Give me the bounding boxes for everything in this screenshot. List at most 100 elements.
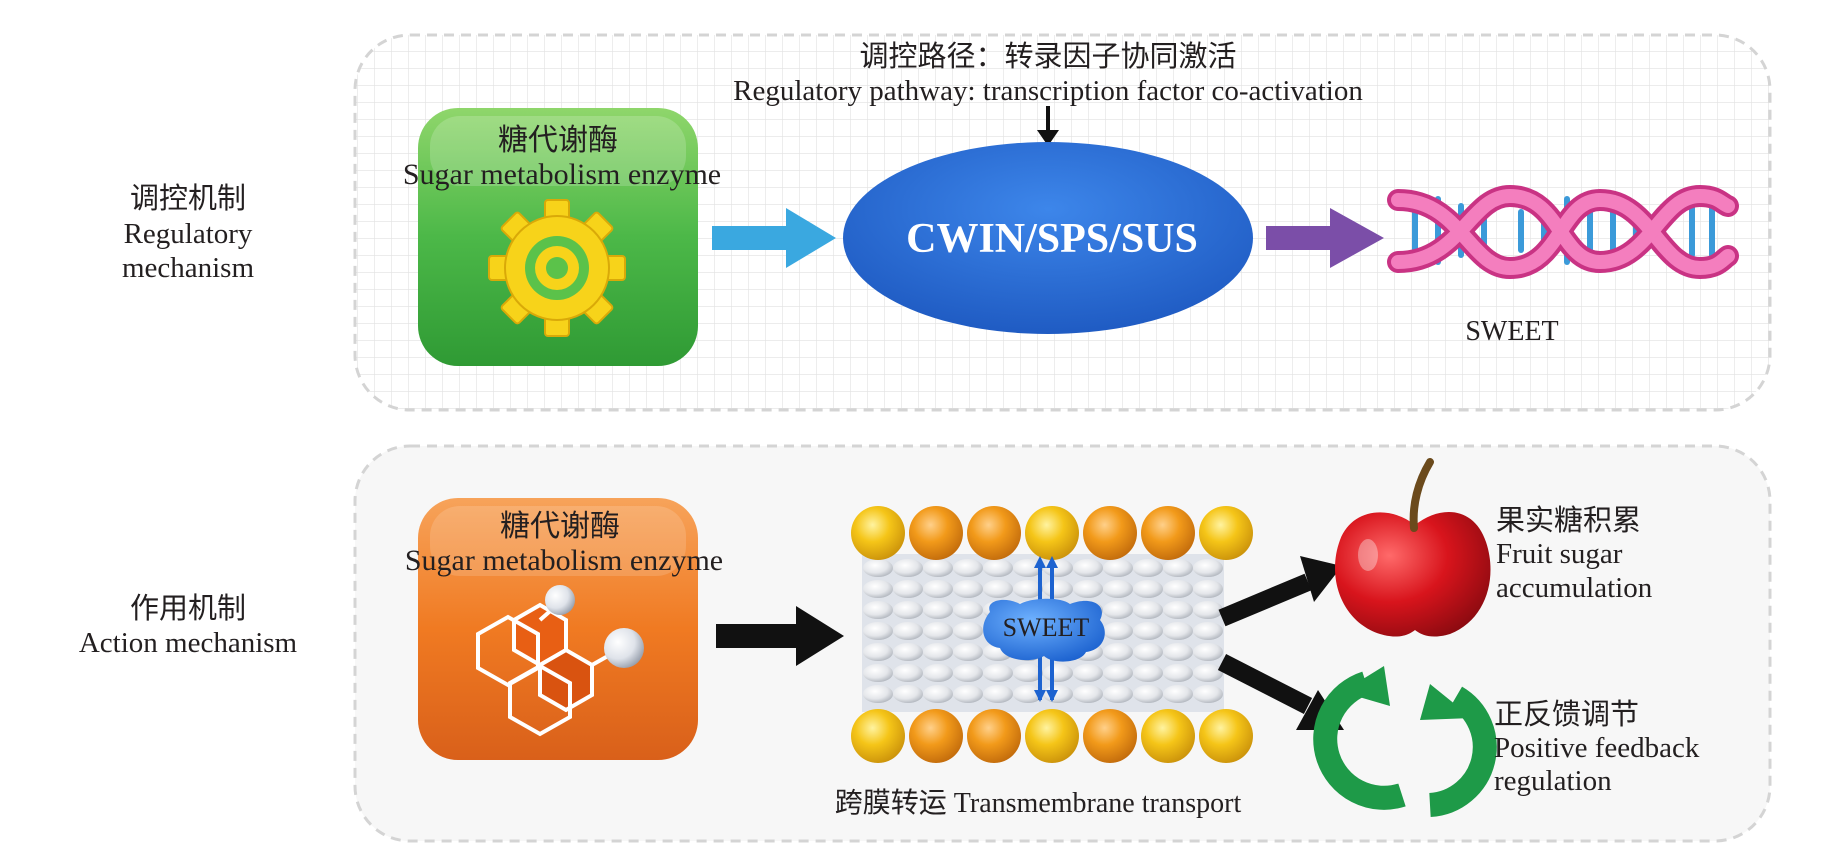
apple-icon (1334, 458, 1491, 637)
lipid-tail (953, 601, 983, 619)
lipid-tail (1073, 580, 1103, 598)
lipid-tail (1193, 601, 1223, 619)
action-label-en: Action mechanism (79, 627, 298, 659)
enzyme-ellipse (843, 142, 1253, 334)
lipid-head-bottom (909, 709, 963, 763)
molecule-icon (476, 585, 644, 737)
dna-label: SWEET (1465, 316, 1558, 347)
lipid-tail (893, 622, 923, 640)
lipid-tail (893, 643, 923, 661)
lipid-tail (1133, 622, 1163, 640)
lipid-tail (1103, 580, 1133, 598)
fruit-label-zh: 果实糖积累 (1496, 504, 1641, 537)
lipid-head-top (1199, 506, 1253, 560)
fruit-label-en1: Fruit sugar (1496, 538, 1623, 570)
pathway-label-zh: 调控路径：转录因子协同激活 (859, 40, 1236, 73)
lipid-tail (1073, 685, 1103, 703)
lipid-tail (893, 601, 923, 619)
lipid-tail (893, 685, 923, 703)
lipid-tail (1103, 664, 1133, 682)
lipid-tail (923, 601, 953, 619)
lipid-tail (863, 664, 893, 682)
pathway-down-arrow (1037, 106, 1059, 146)
lipid-tail (983, 559, 1013, 577)
lipid-tail (1163, 685, 1193, 703)
sweet-transporter-icon (983, 556, 1105, 702)
lipid-tail (863, 622, 893, 640)
lipid-tail (1073, 559, 1103, 577)
pathway-label-en: Regulatory pathway: transcription factor… (733, 75, 1363, 107)
feedback-label-en2: regulation (1494, 765, 1612, 797)
lipid-tail (953, 580, 983, 598)
lipid-tail (1193, 559, 1223, 577)
lipid-tail (1163, 622, 1193, 640)
lipid-head-top (1083, 506, 1137, 560)
black-arrow (716, 606, 844, 666)
lipid-tail (1163, 559, 1193, 577)
orange-enzyme-label-zh: 糖代谢酶 (500, 510, 620, 543)
lipid-tail (1043, 685, 1073, 703)
lipid-tail (1193, 622, 1223, 640)
lipid-head-bottom (1083, 709, 1137, 763)
lipid-head-top (967, 506, 1021, 560)
fruit-label-en2: accumulation (1496, 572, 1653, 604)
lipid-tail (1103, 643, 1133, 661)
lipid-tail (923, 559, 953, 577)
lipid-tail (893, 664, 923, 682)
lipid-tail (923, 685, 953, 703)
lipid-tail (1133, 559, 1163, 577)
dna-icon (1387, 184, 1739, 280)
lipid-tail (1163, 601, 1193, 619)
lipid-tail (893, 559, 923, 577)
arrow-to-fruit (1218, 556, 1342, 627)
lipid-head-bottom (1199, 709, 1253, 763)
orange-enzyme-label-en: Sugar metabolism enzyme (405, 544, 723, 577)
lipid-tail (1043, 580, 1073, 598)
lipid-tail (983, 685, 1013, 703)
lipid-tail (1193, 685, 1223, 703)
purple-arrow (1266, 208, 1384, 268)
lipid-tail (953, 643, 983, 661)
lipid-tail (1013, 559, 1043, 577)
ellipse-label: CWIN/SPS/SUS (906, 216, 1198, 262)
lipid-tail (1133, 643, 1163, 661)
lipid-tail (953, 559, 983, 577)
lipid-tail (1013, 664, 1043, 682)
lipid-tail (1133, 664, 1163, 682)
lipid-tail (953, 622, 983, 640)
lipid-tail (1193, 643, 1223, 661)
lipid-tail (923, 664, 953, 682)
lipid-tail (893, 580, 923, 598)
lipid-head-top (1141, 506, 1195, 560)
gear-icon (488, 199, 626, 337)
lipid-tail (1013, 685, 1043, 703)
green-enzyme-label-en: Sugar metabolism enzyme (403, 158, 721, 191)
action-label-zh: 作用机制 (130, 592, 246, 625)
feedback-label-en1: Positive feedback (1494, 732, 1700, 764)
lipid-tail (1103, 622, 1133, 640)
transporter-label: SWEET (1003, 613, 1090, 642)
lipid-tail (983, 580, 1013, 598)
lipid-head-top (851, 506, 905, 560)
lipid-head-bottom (1141, 709, 1195, 763)
lipid-tail (1103, 559, 1133, 577)
lipid-tail (863, 580, 893, 598)
lipid-tail (1073, 664, 1103, 682)
cycle-arrows-icon (1313, 666, 1497, 817)
lipid-tail (863, 643, 893, 661)
lipid-tail (1193, 580, 1223, 598)
regulatory-label-en2: mechanism (122, 252, 255, 284)
lipid-head-top (909, 506, 963, 560)
lipid-tail (1133, 601, 1163, 619)
lipid-tail (923, 643, 953, 661)
lipid-tail (863, 559, 893, 577)
lipid-tail (1163, 643, 1193, 661)
regulatory-label-zh: 调控机制 (130, 182, 246, 215)
lipid-tail (1133, 685, 1163, 703)
lipid-tail (1013, 580, 1043, 598)
cyan-arrow (712, 208, 836, 268)
lipid-tail (863, 601, 893, 619)
lipid-tail (1163, 580, 1193, 598)
lipid-tail (923, 580, 953, 598)
